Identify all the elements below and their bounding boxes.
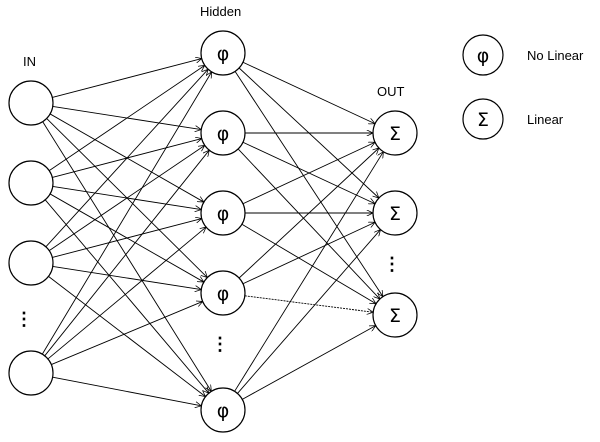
hidden-node-1-circle [200, 110, 246, 156]
output-node-1-symbol: Σ [389, 203, 401, 225]
edge-input-0-to-hidden-4 [42, 121, 212, 392]
output-node-1-circle [372, 190, 418, 236]
hidden-node-4: φ [200, 387, 246, 433]
edge-input-3-to-hidden-0 [41, 72, 211, 355]
input-node-0 [8, 80, 54, 126]
edge-hidden-0-to-output-2 [234, 71, 383, 296]
edge-input-2-to-hidden-0 [45, 69, 208, 248]
legend-linear-text: Linear [527, 112, 564, 127]
input-ellipsis: ⋮ [15, 309, 33, 329]
hidden-node-3-symbol: φ [217, 283, 230, 305]
edge-input-2-to-hidden-1 [48, 145, 205, 252]
edge-hidden-2-to-output-2 [241, 223, 376, 304]
sigma-symbol: Σ [477, 109, 489, 131]
hidden-ellipsis: ⋮ [211, 334, 229, 354]
edge-hidden-1-to-output-2 [237, 148, 380, 299]
legend-item-linear: Σ Linear [462, 98, 564, 140]
input-node-3 [8, 350, 54, 396]
hidden-node-3-circle [200, 270, 246, 316]
input-node-3-circle [8, 350, 54, 396]
hidden-node-0-circle [200, 30, 246, 76]
edge-hidden-4-to-output-0 [234, 152, 384, 392]
legend-nonlinear-text: No Linear [527, 48, 584, 63]
output-node-0-circle [372, 110, 418, 156]
edge-input-2-to-hidden-3 [52, 265, 202, 289]
edge-hidden-3-to-output-1 [242, 222, 375, 285]
output-layer-label: OUT [377, 84, 405, 99]
hidden-node-2-circle [200, 190, 246, 236]
input-node-0-circle [8, 80, 54, 126]
hidden-node-0: φ [200, 30, 246, 76]
edge-input-0-to-hidden-0 [52, 59, 201, 98]
edge-input-1-to-hidden-0 [48, 65, 205, 172]
output-node-2-circle [372, 292, 418, 338]
edge-hidden-0-to-output-0 [242, 61, 375, 123]
edge-hidden-2-to-output-0 [242, 142, 375, 205]
legend-item-nonlinear: φ No Linear [462, 34, 584, 76]
hidden-node-2: φ [200, 190, 246, 236]
edge-hidden-4-to-output-1 [237, 230, 380, 394]
hidden-node-3: φ [200, 270, 246, 316]
output-node-0: Σ [372, 110, 418, 156]
edge-hidden-3-to-output-2 [244, 295, 373, 312]
output-node-2: Σ [372, 292, 418, 338]
input-node-2 [8, 240, 54, 286]
output-node-0-symbol: Σ [389, 123, 401, 145]
input-node-1 [8, 160, 54, 206]
edge-input-3-to-hidden-2 [47, 227, 206, 360]
phi-symbol: φ [477, 45, 490, 67]
hidden-node-2-symbol: φ [217, 203, 230, 225]
hidden-node-4-circle [200, 387, 246, 433]
input-node-2-circle [8, 240, 54, 286]
edge-input-2-to-hidden-2 [52, 219, 201, 258]
legend: φ No Linear Σ Linear [462, 34, 584, 140]
edge-hidden-3-to-output-0 [238, 148, 379, 279]
legend-linear-node [462, 98, 504, 140]
input-node-1-circle [8, 160, 54, 206]
edge-hidden-4-to-output-2 [242, 326, 375, 400]
edge-input-2-to-hidden-4 [48, 276, 205, 396]
output-ellipsis: ⋮ [383, 254, 401, 274]
output-node-1: Σ [372, 190, 418, 236]
hidden-node-1: φ [200, 110, 246, 156]
input-layer-label: IN [23, 54, 36, 69]
hidden-layer-label: Hidden [200, 4, 241, 19]
output-node-2-symbol: Σ [389, 305, 401, 327]
edge-input-3-to-hidden-1 [44, 150, 210, 357]
hidden-node-4-symbol: φ [217, 400, 230, 422]
edge-input-1-to-hidden-4 [44, 199, 209, 393]
hidden-node-0-symbol: φ [217, 43, 230, 65]
edge-input-3-to-hidden-3 [51, 301, 202, 365]
legend-nonlinear-node [462, 34, 504, 76]
hidden-node-1-symbol: φ [217, 123, 230, 145]
edge-input-3-to-hidden-4 [52, 376, 202, 406]
connections-layer [41, 59, 384, 406]
